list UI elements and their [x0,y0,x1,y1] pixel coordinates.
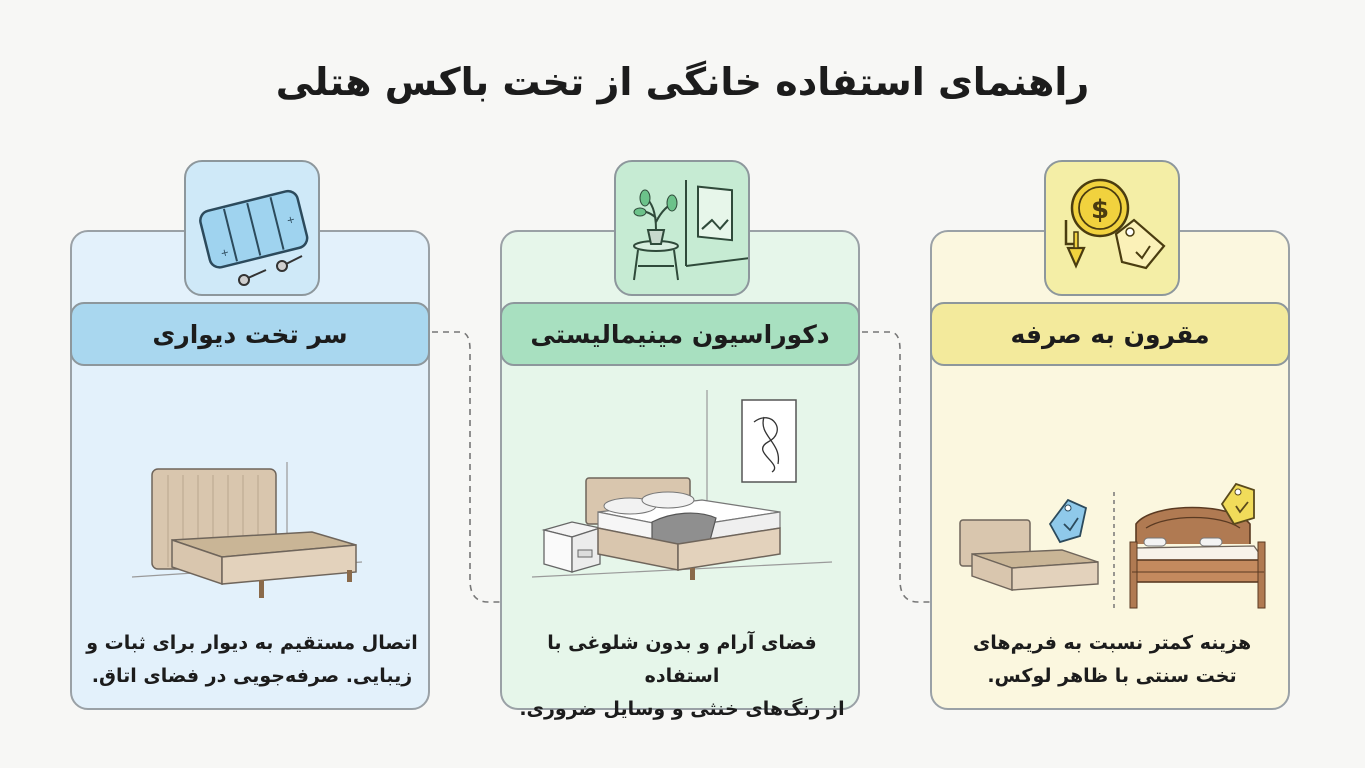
box-vs-traditional-bed-illustration [959,482,1266,612]
wall-headboard-icon: + + [199,189,309,286]
icon-box [614,160,750,296]
card-header: سر تخت دیواری [70,302,430,366]
page-title: راهنمای استفاده خانگی از تخت باکس هتلی [275,60,1090,104]
card-header: مقرون به صرفه [930,302,1290,366]
icon-box: + + [184,160,320,296]
svg-text:+: + [220,247,231,260]
plant-stool-frame-icon [633,180,748,281]
dollar-coin-price-tag-icon: $ [1064,178,1166,270]
card-description-line: فضای آرام و بدون شلوغی با استفاده [547,632,817,687]
connector-line [432,331,508,603]
minimal-bedroom-illustration [531,390,833,580]
upholstered-bed-illustration [131,462,363,598]
svg-text:$: $ [1091,195,1109,225]
card-affordable: مقرون به صرفه هزینه کمتر نسبت به فریم‌ها… [930,230,1290,710]
card-description: هزینه کمتر نسبت به فریم‌های تخت سنتی با … [942,627,1282,693]
card-description-line: اتصال مستقیم به دیوار برای ثبات و [86,632,418,654]
card-description-line: زیبایی. صرفه‌جویی در فضای اتاق. [91,665,413,687]
svg-text:+: + [286,214,297,227]
card-wall-headboard: سر تخت دیواری اتصال مستقیم به دیوار برای… [70,230,430,710]
card-description-line: هزینه کمتر نسبت به فریم‌های [972,632,1252,654]
card-description-line: تخت سنتی با ظاهر لوکس. [987,665,1237,687]
card-minimal-decor: دکوراسیون مینیمالیستی فضای آرام و بدون ش… [500,230,860,720]
icon-box: $ [1044,160,1180,296]
card-description: اتصال مستقیم به دیوار برای ثبات و زیبایی… [82,627,422,693]
card-description: فضای آرام و بدون شلوغی با استفاده از رنگ… [512,627,852,726]
card-header: دکوراسیون مینیمالیستی [500,302,860,366]
card-description-line: از رنگ‌های خنثی و وسایل ضروری. [519,698,845,720]
connector-line [862,331,938,603]
